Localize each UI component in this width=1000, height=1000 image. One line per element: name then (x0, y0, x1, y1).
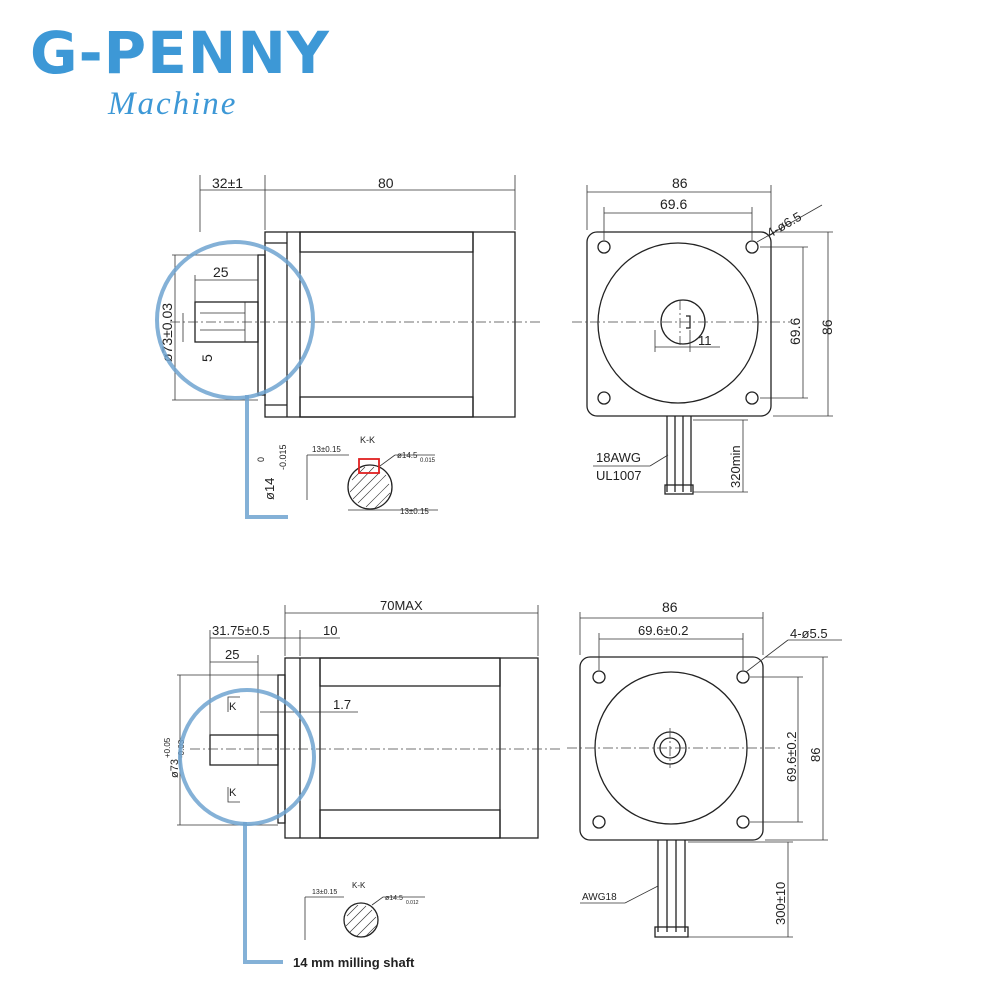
dim-flat-length-bottom: 25 (225, 647, 239, 662)
bottom-section-kk: K-K 13±0.15 ø14.5 0.012 (304, 881, 425, 940)
dim-mount-holes-bottom: 4-ø5.5 (790, 626, 828, 641)
dim-pilot-diameter-bottom: ø73 (169, 759, 181, 778)
section-flat-dim-bottom-view: 13±0.15 (312, 889, 337, 896)
section-mark-top: K (229, 701, 237, 713)
dim-pilot-tol-upper: +0.05 (163, 737, 172, 758)
dim-hole-spacing-v: 69.6 (787, 318, 803, 345)
dim-body-length: 80 (378, 175, 394, 191)
dim-boss-height: 1.7 (333, 697, 351, 712)
bottom-front-view: 86 69.6±0.2 4-ø5.5 69.6±0.2 86 AWG18 300… (567, 599, 842, 938)
shaft-highlight-circle-bottom (178, 688, 316, 826)
dim-lead-length-bottom: 300±10 (773, 882, 788, 925)
dim-hole-spacing-h: 69.6 (660, 196, 687, 212)
brand-subtitle: Machine (108, 86, 238, 122)
dim-lead-length: 320min (728, 445, 743, 488)
section-diameter: ø14.5 (397, 451, 418, 460)
dim-mount-holes: 4-ø6.5 (764, 209, 804, 241)
section-flat-dim-bottom: 13±0.15 (400, 507, 429, 516)
brand-name: G-PENNY (30, 19, 330, 87)
section-diameter-tol: 0.015 (420, 458, 436, 464)
dim-flange-width: 86 (672, 175, 688, 191)
top-front-view: 86 69.6 4-ø6.5 69.6 86 11 18AWG UL1007 (572, 175, 835, 495)
top-side-view: 32±1 80 25 5 ø73±0.03 ø14 0 -0.015 (155, 175, 540, 519)
section-flat-dim-left: 13±0.15 (312, 445, 341, 454)
dim-key-width: 11 (698, 333, 712, 348)
bottom-side-view: 70MAX 31.75±0.5 10 25 1.7 K K ø73 +0.05 … (163, 598, 560, 970)
section-mark-bottom: K (229, 787, 237, 799)
dim-boss-length: 10 (323, 623, 337, 638)
dim-shaft-length: 32±1 (212, 175, 243, 191)
dim-hole-spacing-h-bottom: 69.6±0.2 (638, 623, 689, 638)
section-label: K-K (360, 435, 375, 445)
wire-gauge-label-bottom: AWG18 (582, 892, 617, 903)
section-label-bottom: K-K (352, 881, 366, 890)
dim-flat-length: 25 (213, 264, 229, 280)
dim-body-length-max: 70MAX (380, 598, 423, 613)
top-section-kk: K-K 13±0.15 ø14.5 0.015 13±0.15 (306, 435, 438, 516)
dim-shaft-tol-lower: -0.015 (278, 444, 288, 470)
wire-spec-label: UL1007 (596, 468, 642, 483)
shaft-highlight-circle (155, 240, 315, 400)
dim-hole-spacing-v-bottom: 69.6±0.2 (784, 731, 799, 782)
dim-flange-height-bottom: 86 (808, 748, 823, 762)
dim-pilot-diameter: ø73±0.03 (159, 303, 175, 362)
section-diameter-tol-bottom: 0.012 (406, 900, 419, 906)
dim-flange-width-bottom: 86 (662, 599, 678, 615)
wire-gauge-label: 18AWG (596, 450, 641, 465)
brand-logo: G-PENNY Machine (30, 18, 370, 128)
dim-shaft-diameter: ø14 (262, 478, 277, 500)
dim-flange-height: 86 (819, 319, 835, 335)
section-marker (358, 458, 380, 474)
dim-key-depth: 5 (199, 354, 215, 362)
section-diameter-bottom: ø14.5 (385, 895, 403, 902)
dim-shaft-length-bottom: 31.75±0.5 (212, 623, 270, 638)
milling-shaft-callout: 14 mm milling shaft (293, 955, 415, 970)
dim-shaft-tol-upper: 0 (256, 457, 266, 462)
